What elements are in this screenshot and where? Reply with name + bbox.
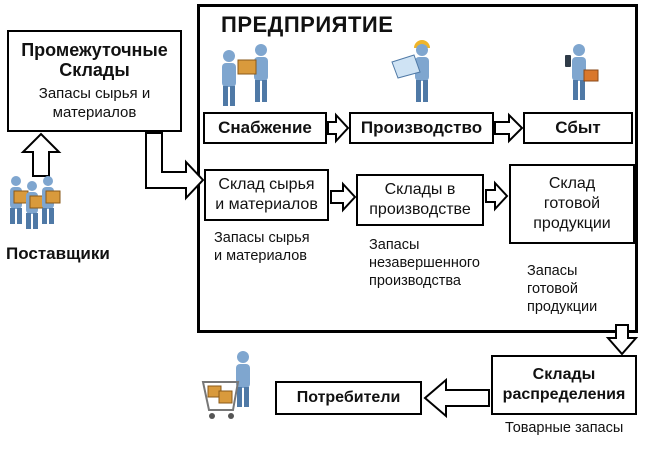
stage-supply: Снабжение bbox=[203, 112, 327, 144]
warehouse-finished-goods: Склад готовой продукции bbox=[509, 164, 635, 244]
arrow-enterprise-to-distribution bbox=[605, 324, 639, 356]
intermediate-warehouses-box: Промежуточные Склады Запасы сырья и мате… bbox=[7, 30, 182, 132]
warehouse-prod-line2: производстве bbox=[369, 201, 471, 218]
warehouse-in-production: Склады в производстве bbox=[356, 174, 484, 226]
warehouse-fin-line1: Склад bbox=[548, 175, 596, 192]
distribution-warehouses-box: Склады распределения bbox=[491, 355, 637, 415]
note-raw-line2: и материалов bbox=[214, 248, 308, 264]
consumer-cart-icon bbox=[201, 351, 250, 419]
distribution-line2: распределения bbox=[502, 386, 626, 403]
consumers-box: Потребители bbox=[275, 381, 422, 415]
distribution-note: Товарные запасы bbox=[505, 420, 624, 436]
note-finished-goods: Запасы готовой продукции bbox=[527, 262, 597, 316]
intermediate-title-line1: Промежуточные bbox=[21, 40, 168, 60]
stage-production: Производство bbox=[349, 112, 494, 144]
arrow-production-to-finished-warehouse bbox=[485, 180, 509, 212]
intermediate-title-line2: Склады bbox=[59, 60, 130, 80]
arrow-suppliers-to-intermediate bbox=[20, 132, 62, 177]
warehouse-raw-line1: Склад сырья bbox=[218, 176, 315, 193]
sales-figure-icon bbox=[565, 44, 599, 100]
note-raw-line1: Запасы сырья bbox=[214, 230, 310, 246]
intermediate-desc-line2: материалов bbox=[52, 104, 137, 121]
arrow-production-to-sales bbox=[494, 112, 524, 144]
stage-supply-label: Снабжение bbox=[218, 118, 312, 137]
suppliers-label: Поставщики bbox=[6, 244, 110, 263]
intermediate-desc-line1: Запасы сырья и bbox=[38, 85, 151, 102]
arrow-raw-to-production-warehouse bbox=[330, 181, 357, 213]
warehouse-raw-materials: Склад сырья и материалов bbox=[204, 169, 329, 221]
enterprise-title: ПРЕДПРИЯТИЕ bbox=[221, 12, 394, 37]
arrow-distribution-to-consumers bbox=[423, 377, 490, 419]
arrow-intermediate-to-raw bbox=[145, 132, 205, 201]
suppliers-figures-icon bbox=[10, 176, 61, 229]
distribution-line1: Склады bbox=[532, 366, 596, 383]
production-worker-icon bbox=[391, 40, 430, 102]
warehouse-prod-line1: Склады в bbox=[384, 181, 456, 198]
warehouse-fin-line2: готовой bbox=[543, 195, 601, 212]
arrow-supply-to-production bbox=[327, 112, 350, 144]
note-raw-materials: Запасы сырья и материалов bbox=[214, 229, 310, 265]
warehouse-raw-line2: и материалов bbox=[215, 196, 318, 213]
warehouse-fin-line3: продукции bbox=[533, 215, 611, 232]
note-wip-line1: Запасы bbox=[369, 237, 420, 253]
note-wip-line3: производства bbox=[369, 273, 461, 289]
stage-production-label: Производство bbox=[360, 118, 483, 137]
supply-figures-icon bbox=[222, 44, 268, 106]
note-fin-line1: Запасы bbox=[527, 263, 578, 279]
note-work-in-progress: Запасы незавершенного производства bbox=[369, 236, 480, 290]
note-fin-line3: продукции bbox=[527, 299, 598, 315]
note-fin-line2: готовой bbox=[527, 281, 578, 297]
stage-sales-label: Сбыт bbox=[555, 118, 601, 137]
stage-sales: Сбыт bbox=[523, 112, 633, 144]
consumers-label: Потребители bbox=[296, 389, 401, 406]
note-wip-line2: незавершенного bbox=[369, 255, 480, 271]
